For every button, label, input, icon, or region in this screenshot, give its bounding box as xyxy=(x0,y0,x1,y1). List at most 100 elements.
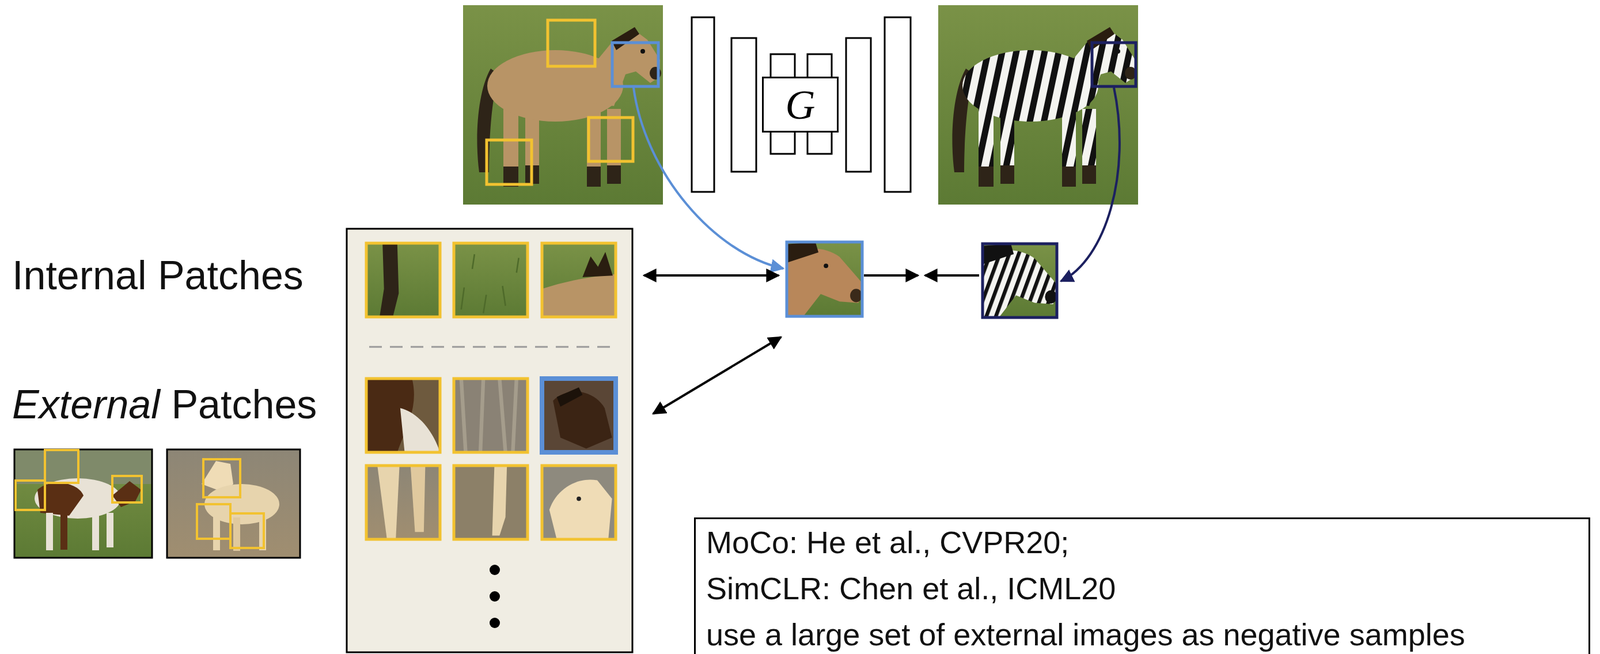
external-photo xyxy=(14,449,153,558)
arrows xyxy=(924,274,980,277)
arrows xyxy=(863,274,919,277)
external-photo xyxy=(233,517,241,551)
patch-borders xyxy=(453,465,528,540)
patch-borders xyxy=(366,243,616,540)
generator-symbol xyxy=(884,17,911,192)
external-patch xyxy=(549,479,613,540)
positive-patch xyxy=(982,243,1014,265)
internal-patch xyxy=(366,243,441,317)
external-photo xyxy=(34,478,121,519)
patch-markers xyxy=(486,20,659,185)
section-label: Internal Patches xyxy=(12,252,304,299)
patch-markers xyxy=(612,42,659,87)
node-text: G xyxy=(785,84,816,126)
external-patch xyxy=(541,378,616,453)
query-patch xyxy=(786,241,819,263)
query-patch xyxy=(786,241,863,317)
external-patch xyxy=(492,465,508,536)
internal-patch xyxy=(541,243,616,317)
photo-frames xyxy=(196,503,231,539)
external-patch xyxy=(541,465,616,540)
generator-symbol xyxy=(807,54,832,79)
generator-symbol xyxy=(691,17,715,192)
node-text: MoCo: He et al., CVPR20; xyxy=(706,518,1069,566)
external-patch xyxy=(461,378,517,453)
internal-patch xyxy=(541,274,616,317)
external-patch xyxy=(366,378,441,453)
external-patch xyxy=(377,465,400,540)
section-label: Patches xyxy=(171,381,317,428)
arrows xyxy=(643,275,980,414)
query-patch xyxy=(823,263,829,268)
photo-frames xyxy=(14,449,153,558)
patch-borders xyxy=(453,243,528,317)
patch-borders xyxy=(366,465,441,540)
external-photo xyxy=(60,513,68,550)
external-patch xyxy=(453,378,528,453)
patch-border xyxy=(786,241,863,317)
external-photo xyxy=(167,449,301,558)
external-patch xyxy=(453,465,528,540)
generator-symbol xyxy=(691,17,911,192)
query-patch xyxy=(850,288,863,302)
ellipsis-dots xyxy=(489,564,500,628)
positive-patch xyxy=(982,243,1057,318)
patch-borders xyxy=(366,378,441,453)
arrows xyxy=(643,274,779,277)
zebra-photo xyxy=(952,27,1137,187)
external-patch xyxy=(541,465,616,540)
photo-frames xyxy=(112,475,142,503)
internal-patch xyxy=(453,243,528,317)
patch-panel xyxy=(346,228,633,652)
section-label: External xyxy=(12,381,161,428)
generator-symbol xyxy=(846,38,871,172)
generator-box: G xyxy=(761,76,839,133)
horse-photo xyxy=(476,27,662,187)
zebra-photo xyxy=(938,5,1139,205)
external-photo xyxy=(106,512,114,548)
patch-borders xyxy=(453,378,528,453)
generator-symbol xyxy=(807,131,832,154)
divider xyxy=(369,346,617,348)
external-photo xyxy=(213,515,221,551)
external-photo xyxy=(46,512,53,551)
query-patch xyxy=(786,241,863,317)
external-photo xyxy=(92,513,100,551)
patch-border xyxy=(982,243,1057,318)
positive-patch xyxy=(982,243,1057,318)
patch-borders xyxy=(541,465,616,540)
zebra-photo xyxy=(938,5,1139,205)
photo-frames xyxy=(44,449,79,483)
internal-patch xyxy=(582,251,613,278)
generator-symbol xyxy=(731,38,757,172)
leader-line xyxy=(633,87,784,269)
note-box: MoCo: He et al., CVPR20;SimCLR: Chen et … xyxy=(694,517,1591,654)
photo-frames xyxy=(14,449,301,558)
node-text: SimCLR: Chen et al., ICML20 xyxy=(706,565,1116,612)
ellipsis-dots xyxy=(489,564,500,575)
external-patch xyxy=(400,407,441,453)
patch-borders xyxy=(541,243,616,317)
arrows xyxy=(653,336,781,414)
photo-frames xyxy=(15,480,45,510)
external-patch xyxy=(453,378,528,453)
patch-markers xyxy=(486,139,532,185)
internal-patch xyxy=(366,243,441,317)
external-patch xyxy=(541,378,616,453)
generator-symbol xyxy=(770,54,795,79)
external-patch xyxy=(366,378,441,453)
internal-patch xyxy=(541,243,616,317)
horse-photo xyxy=(463,5,663,205)
patch-markers xyxy=(588,117,633,162)
ellipsis-dots xyxy=(489,617,500,628)
internal-patch xyxy=(379,243,399,317)
internal-patch xyxy=(453,243,528,317)
photo-frames xyxy=(230,513,264,548)
patch-borders xyxy=(366,243,441,317)
external-patch xyxy=(410,465,426,532)
horse-photo xyxy=(463,5,663,205)
internal-patch xyxy=(461,253,519,313)
external-patch xyxy=(453,465,528,540)
